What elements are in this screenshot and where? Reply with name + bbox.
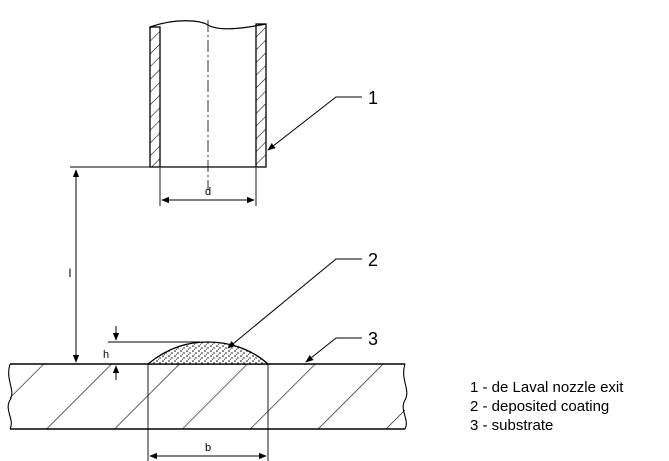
nozzle-right-wall [255,23,267,168]
dimension-b: b [147,364,269,461]
dimension-l: l [69,166,150,363]
nozzle-left-wall [149,26,161,168]
dimension-h-label: h [103,349,109,361]
dimension-l-label: l [69,266,72,280]
dimension-d-label: d [205,186,211,198]
callout-2: 2 [227,250,378,349]
substrate [7,363,408,430]
deposited-coating [146,341,270,365]
dimension-d: d [159,168,257,206]
callout-1: 1 [267,88,378,151]
legend-item-nozzle: 1 - de Laval nozzle exit [470,379,624,396]
dimension-h: h [103,326,200,380]
dimension-b-label: b [205,442,211,454]
callout-1-label: 1 [368,88,378,108]
callout-3-label: 3 [368,329,378,349]
callout-2-label: 2 [368,250,378,270]
legend: 1 - de Laval nozzle exit 2 - deposited c… [470,378,623,435]
nozzle [149,20,267,190]
legend-item-coating: 2 - deposited coating [470,398,610,415]
legend-item-substrate: 3 - substrate [470,417,554,434]
callout-3: 3 [305,329,378,363]
